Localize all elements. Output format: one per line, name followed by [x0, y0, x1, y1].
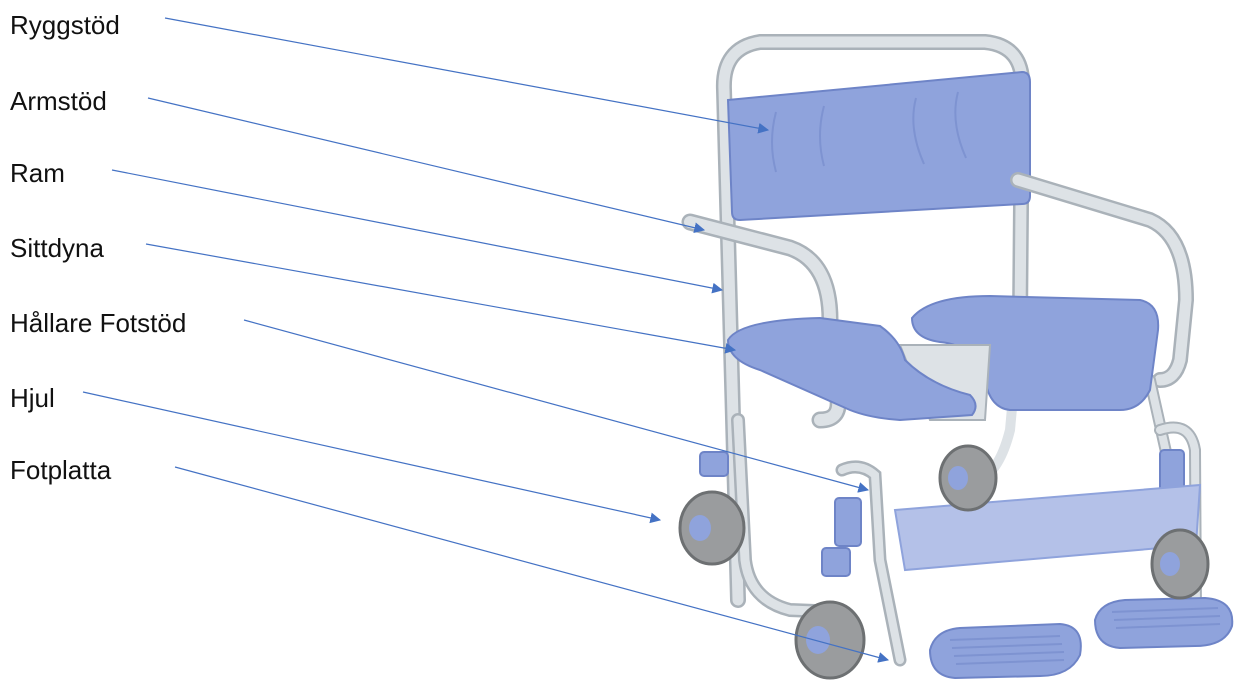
chair-illustration	[680, 42, 1232, 678]
leader-backrest	[165, 18, 768, 130]
wheel-rear-right	[1152, 530, 1208, 598]
backrest-pad	[728, 72, 1030, 220]
wheel-rear-middle	[940, 446, 996, 510]
footplate-left	[930, 624, 1081, 678]
leader-wheel	[83, 392, 660, 520]
leader-frame	[112, 170, 722, 290]
leader-seat-cushion	[146, 244, 735, 350]
footplate-right	[1095, 598, 1232, 648]
leader-armrest	[148, 98, 704, 230]
wheel-front-left	[796, 548, 864, 678]
leader-footplate	[175, 467, 888, 660]
